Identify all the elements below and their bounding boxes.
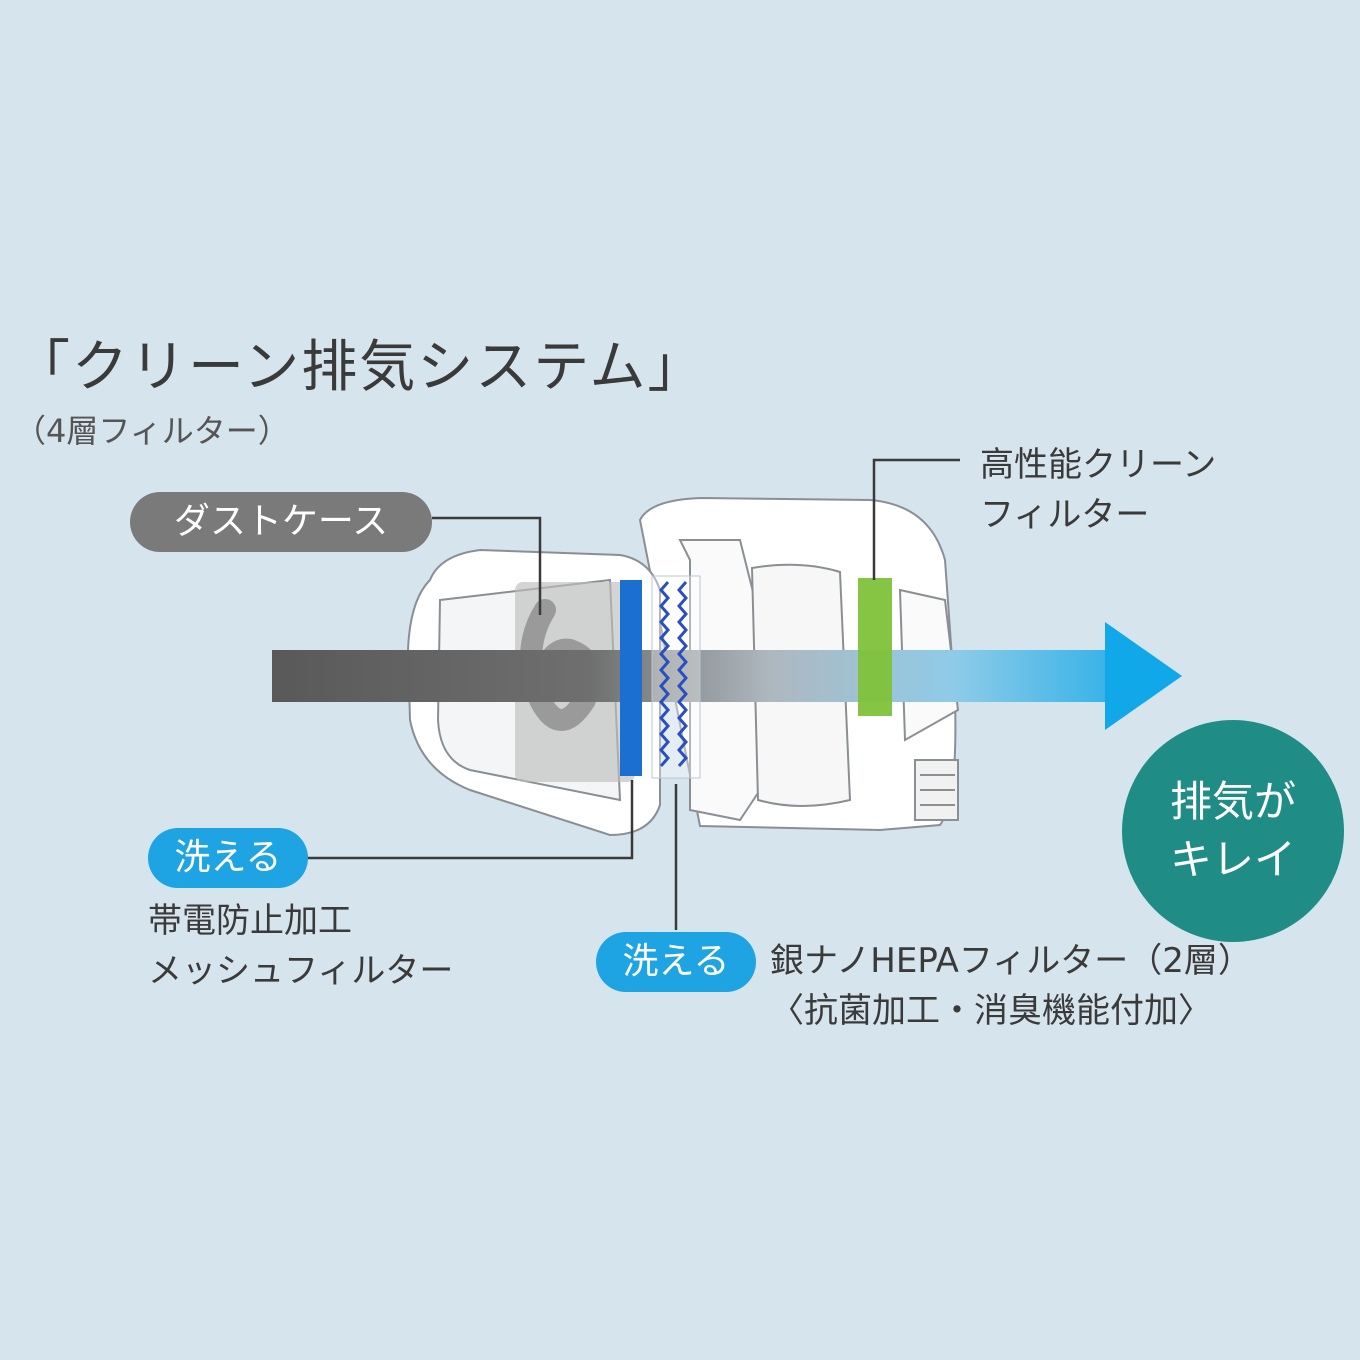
high-performance-filter-label: 高性能クリーン フィルター xyxy=(980,440,1216,540)
mesh-filter-label-line1: 帯電防止加工 xyxy=(148,901,352,941)
mesh-filter-bar xyxy=(620,580,642,776)
high-performance-filter-label-line1: 高性能クリーン xyxy=(980,445,1217,485)
mesh-filter-label-line2: メッシュフィルター xyxy=(148,951,454,991)
leader-lines xyxy=(306,458,960,930)
high-performance-filter-label-line2: フィルター xyxy=(980,495,1150,535)
diagram-subtitle: （4層フィルター） xyxy=(14,412,290,450)
clean-exhaust-badge-line2: キレイ xyxy=(1169,835,1296,884)
diagram-title: 「クリーン排気システム」 xyxy=(14,335,706,400)
hepa-filter-label-line2: 〈抗菌加工・消臭機能付加〉 xyxy=(770,991,1212,1031)
clean-exhaust-badge: 排気が キレイ xyxy=(1122,720,1344,942)
mesh-filter-label: 帯電防止加工 メッシュフィルター xyxy=(148,896,453,996)
hepa-filter-label-line1: 銀ナノHEPAフィルター（2層） xyxy=(770,941,1252,981)
high-performance-filter xyxy=(858,578,892,716)
hepa-filter-label: 銀ナノHEPAフィルター（2層） 〈抗菌加工・消臭機能付加〉 xyxy=(770,936,1252,1036)
dust-case-label: ダストケース xyxy=(130,492,432,552)
hepa-filter xyxy=(651,575,701,779)
airflow-arrow xyxy=(272,622,1182,730)
clean-exhaust-badge-line1: 排気が xyxy=(1169,777,1296,826)
washable-badge-hepa: 洗える xyxy=(596,932,756,992)
washable-badge-mesh: 洗える xyxy=(148,828,308,888)
